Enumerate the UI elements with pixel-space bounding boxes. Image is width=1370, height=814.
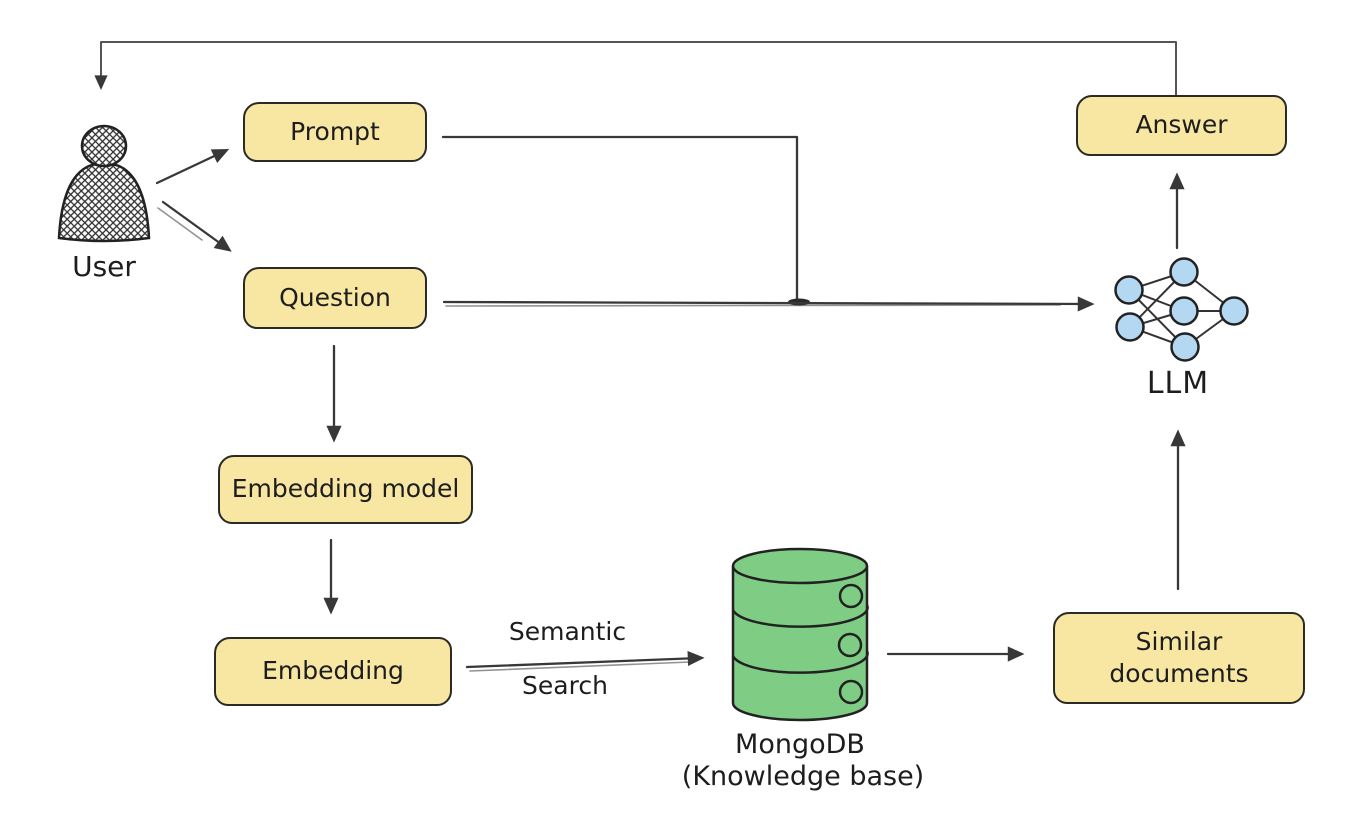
node-prompt: Prompt	[243, 102, 427, 162]
semantic-search-label-line2: Search	[522, 671, 608, 700]
edge-user-to-prompt	[155, 151, 225, 185]
node-similar-documents-label: Similar documents	[1109, 626, 1249, 689]
edge-question-to-llm	[442, 302, 1090, 304]
neural-network-icon	[1114, 257, 1249, 362]
semantic-search-label-line1: Semantic	[508, 617, 627, 646]
edge-user-to-question-sketch	[157, 207, 203, 241]
node-embedding-model-label: Embedding model	[231, 474, 460, 504]
mongodb-sublabel: (Knowledge base)	[681, 761, 925, 792]
node-question-label: Question	[279, 282, 391, 312]
node-embedding-label: Embedding	[262, 656, 404, 686]
user-icon	[57, 124, 151, 243]
database-icon	[731, 547, 869, 722]
edge-question-to-llm-sketch	[445, 304, 1061, 307]
edge-embedding-to-mongodb-sketch	[469, 661, 691, 672]
node-embedding: Embedding	[214, 637, 452, 706]
edge-prompt-join	[441, 135, 799, 302]
node-similar-documents: Similar documents	[1053, 612, 1305, 704]
edge-embedding-to-mongodb	[465, 658, 700, 669]
edge-user-to-question	[161, 200, 228, 249]
node-prompt-label: Prompt	[290, 116, 380, 146]
node-answer-label: Answer	[1135, 110, 1228, 140]
node-answer: Answer	[1076, 95, 1287, 156]
user-label: User	[72, 250, 136, 283]
mongodb-label: MongoDB	[735, 729, 865, 760]
node-embedding-model: Embedding model	[218, 455, 473, 524]
node-question: Question	[243, 267, 427, 329]
edge-answer-to-user	[101, 41, 1177, 95]
llm-label: LLM	[1146, 366, 1210, 401]
